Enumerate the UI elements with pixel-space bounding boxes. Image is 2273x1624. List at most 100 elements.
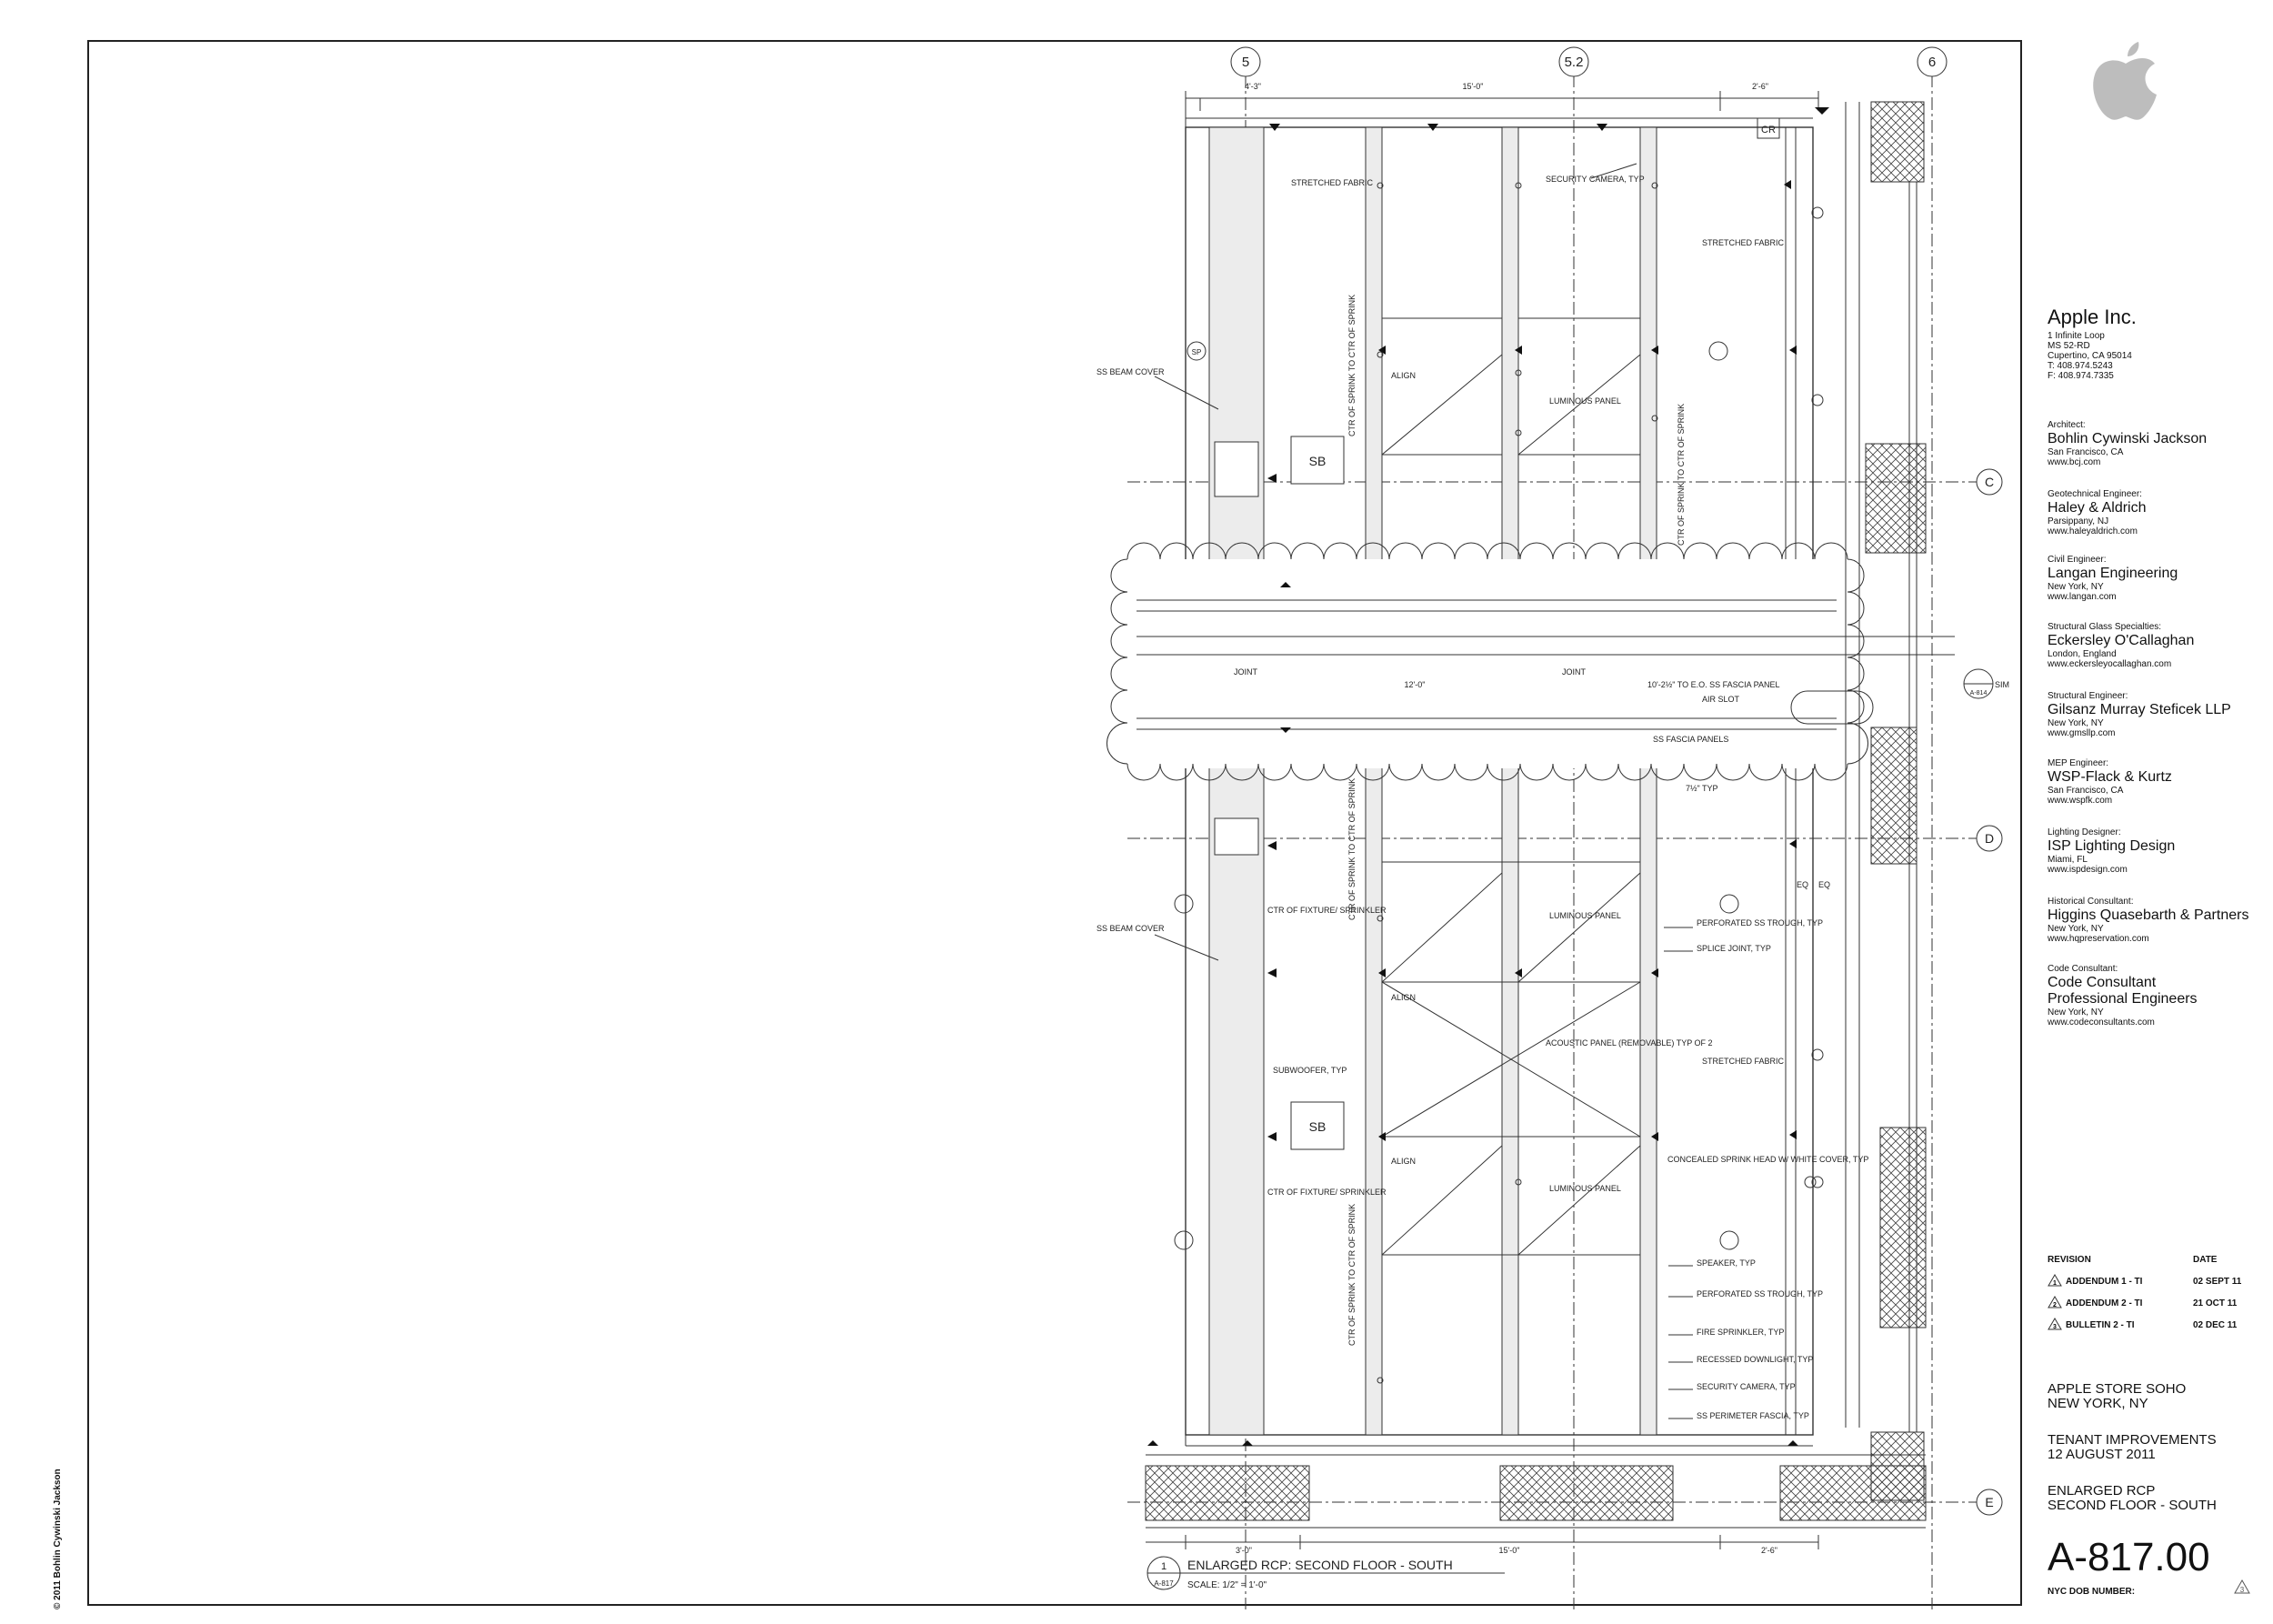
note-joint-2: JOINT <box>1562 667 1587 677</box>
project-name: APPLE STORE SOHO NEW YORK, NY <box>2048 1382 2186 1411</box>
revision-date: 02 SEPT 11 <box>2193 1277 2242 1287</box>
note-ctr-sprink-4: CTR OF SPRINK TO CTR OF SPRINK <box>1677 404 1686 546</box>
note-align-3: ALIGN <box>1391 1157 1416 1166</box>
revision-row: 3 BULLETIN 2 - TI 02 DEC 11 <box>2048 1317 2257 1333</box>
consultant-role: Structural Engineer: <box>2048 691 2128 701</box>
dim-12: 12'-0" <box>1405 680 1426 689</box>
note-perforated-trough-2: PERFORATED SS TROUGH, TYP <box>1697 1289 1823 1298</box>
consultant-info: www.codeconsultants.com <box>2048 1018 2155 1028</box>
note-luminous-panel-3: LUMINOUS PANEL <box>1549 1184 1621 1193</box>
note-typ-7: 7½" TYP <box>1686 784 1718 793</box>
consultant-info: New York, NY <box>2048 582 2104 592</box>
revision-row: 2 ADDENDUM 2 - TI 21 OCT 11 <box>2048 1295 2257 1311</box>
note-stretched-fabric-1: STRETCHED FABRIC <box>1291 178 1374 187</box>
revision-date: 02 DEC 11 <box>2193 1320 2238 1330</box>
consultant-name: Higgins Quasebarth & Partners <box>2048 907 2249 923</box>
grid-bubble-5: 5 <box>1242 55 1249 70</box>
client-name: Apple Inc. <box>2048 306 2137 328</box>
sheet-frame <box>87 40 2022 1606</box>
dim-bottom-3: 2'-6" <box>1761 1546 1777 1555</box>
dim-bottom-2: 15'-0" <box>1499 1546 1520 1555</box>
note-luminous-panel-1: LUMINOUS PANEL <box>1549 396 1621 406</box>
note-fire-sprinkler: FIRE SPRINKLER, TYP <box>1697 1328 1784 1337</box>
note-stretched-fabric-3: STRETCHED FABRIC <box>1702 1057 1785 1066</box>
revision-label: BULLETIN 2 - TI <box>2066 1320 2135 1330</box>
note-ss-beam-cover-2: SS BEAM COVER <box>1096 924 1165 933</box>
consultant-info: www.hqpreservation.com <box>2048 934 2149 944</box>
client-line: MS 52-RD <box>2048 341 2090 351</box>
revision-label: ADDENDUM 1 - TI <box>2066 1277 2143 1287</box>
note-perforated-trough: PERFORATED SS TROUGH, TYP <box>1697 918 1823 927</box>
sheet-title-line: ENLARGED RCP <box>2048 1483 2156 1499</box>
revision-triangle-icon: 2 <box>2048 1296 2062 1308</box>
note-to-eo-fascia: 10'-2½" TO E.O. SS FASCIA PANEL <box>1647 680 1779 689</box>
note-ss-perimeter: SS PERIMETER FASCIA, TYP <box>1697 1411 1809 1420</box>
consultant-geotechnical: Geotechnical Engineer: Haley & Aldrich P… <box>2048 489 2271 536</box>
consultant-info: New York, NY <box>2048 924 2104 934</box>
project-line: APPLE STORE SOHO <box>2048 1381 2187 1397</box>
apple-logo-icon <box>2093 42 2157 120</box>
dim-bottom-1: 3'-0" <box>1236 1546 1252 1555</box>
consultant-role: Code Consultant: <box>2048 964 2118 974</box>
consultant-role: Architect: <box>2048 420 2086 430</box>
detail-ref: A-814 <box>1970 690 1988 697</box>
note-luminous-panel-2: LUMINOUS PANEL <box>1549 911 1621 920</box>
client-line: Cupertino, CA 95014 <box>2048 351 2132 361</box>
consultant-code: Code Consultant: Code Consultant Profess… <box>2048 964 2220 1028</box>
note-air-slot: AIR SLOT <box>1702 695 1740 704</box>
consultant-info: www.eckersleyocallaghan.com <box>2048 659 2172 669</box>
client-line: 1 Infinite Loop <box>2048 331 2105 341</box>
revision-triangle-icon: 3 <box>2048 1318 2062 1330</box>
note-ss-beam-cover-1: SS BEAM COVER <box>1096 367 1165 376</box>
consultant-info: London, England <box>2048 649 2117 659</box>
consultant-info: www.bcj.com <box>2048 457 2101 467</box>
phase-line: TENANT IMPROVEMENTS <box>2048 1432 2217 1448</box>
dob-number-label: NYC DOB NUMBER: <box>2048 1587 2136 1597</box>
consultant-info: San Francisco, CA <box>2048 786 2124 796</box>
consultant-role: Structural Glass Specialties: <box>2048 622 2162 632</box>
consultant-role: Historical Consultant: <box>2048 897 2134 907</box>
note-concealed-sprink: CONCEALED SPRINK HEAD W/ WHITE COVER, TY… <box>1667 1155 1868 1164</box>
consultant-architect: Architect: Bohlin Cywinski Jackson San F… <box>2048 420 2271 467</box>
revision-triangle-icon: 3 <box>2234 1579 2250 1594</box>
sheet-number: A-817.00 <box>2048 1535 2210 1579</box>
sb-box-1: SB <box>1309 454 1327 468</box>
dim-top-2: 15'-0" <box>1463 82 1484 91</box>
consultant-role: Lighting Designer: <box>2048 827 2121 837</box>
revision-number: 1 <box>2053 1280 2057 1287</box>
consultant-role: Geotechnical Engineer: <box>2048 489 2142 499</box>
consultant-name: Eckersley O'Callaghan <box>2048 633 2195 648</box>
consultant-mep: MEP Engineer: WSP-Flack & Kurtz San Fran… <box>2048 758 2271 806</box>
grid-bubble-6: 6 <box>1928 55 1936 70</box>
rcp-drawing: 5 5.2 6 C D E 4'-3" 15'-0" 2'-6" 3'-0" 1… <box>1096 46 2009 1609</box>
note-sim: SIM <box>1995 680 2009 689</box>
note-ctr-sprink-2: CTR OF SPRINK TO CTR OF SPRINK <box>1347 778 1357 920</box>
consultant-civil: Civil Engineer: Langan Engineering New Y… <box>2048 555 2271 602</box>
note-stretched-fabric-2: STRETCHED FABRIC <box>1702 238 1785 247</box>
consultant-info: www.langan.com <box>2048 592 2117 602</box>
note-joint-1: JOINT <box>1234 667 1258 677</box>
note-ctr-fixture-2: CTR OF FIXTURE/ SPRINKLER <box>1267 1188 1387 1197</box>
consultant-name: WSP-Flack & Kurtz <box>2048 769 2172 785</box>
dim-top-3: 2'-6" <box>1752 82 1768 91</box>
consultant-historical: Historical Consultant: Higgins Quasebart… <box>2048 897 2271 944</box>
consultant-name: Langan Engineering <box>2048 566 2178 581</box>
title-tag-number: 1 <box>1161 1561 1167 1572</box>
note-ctr-sprink-3: CTR OF SPRINK TO CTR OF SPRINK <box>1347 1204 1357 1346</box>
cr-label: CR <box>1761 125 1776 135</box>
consultant-info: www.ispdesign.com <box>2048 865 2128 875</box>
consultant-info: www.wspfk.com <box>2048 796 2113 806</box>
phase-line: 12 AUGUST 2011 <box>2048 1447 2156 1462</box>
note-align-2: ALIGN <box>1391 993 1416 1002</box>
drawing-scale: SCALE: 1/2" = 1'-0" <box>1187 1580 1267 1590</box>
consultant-info: San Francisco, CA <box>2048 447 2124 457</box>
grid-bubble-5-2: 5.2 <box>1565 55 1584 70</box>
consultant-role: Civil Engineer: <box>2048 555 2107 565</box>
consultant-structural: Structural Engineer: Gilsanz Murray Stef… <box>2048 691 2271 738</box>
consultant-info: Parsippany, NJ <box>2048 516 2109 526</box>
note-subwoofer: SUBWOOFER, TYP <box>1273 1066 1347 1075</box>
consultant-name: ISP Lighting Design <box>2048 838 2176 854</box>
consultant-info: www.haleyaldrich.com <box>2048 526 2138 536</box>
project-line: NEW YORK, NY <box>2048 1396 2148 1411</box>
note-acoustic-panel: ACOUSTIC PANEL (REMOVABLE) TYP OF 2 <box>1546 1038 1713 1048</box>
